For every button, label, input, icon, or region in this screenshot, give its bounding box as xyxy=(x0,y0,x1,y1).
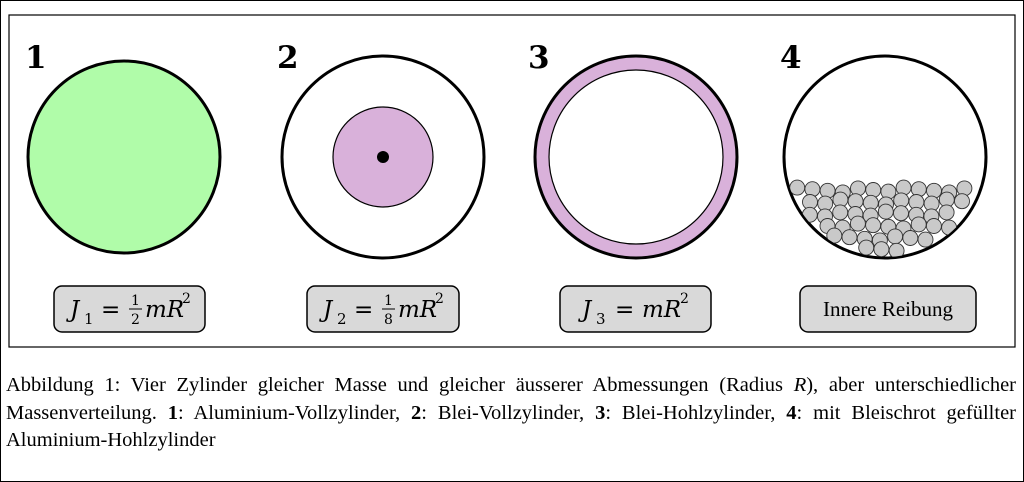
lead-shot-pellet xyxy=(917,231,934,248)
formula-j2-frac-den: 8 xyxy=(384,312,393,328)
formula-j1-symbol: J xyxy=(66,297,81,323)
formula-j2-subscript: 2 xyxy=(337,310,347,328)
lead-shot-pellets xyxy=(789,179,973,257)
formula-j1-frac-num: 1 xyxy=(131,293,140,309)
lead-shot-pellet xyxy=(938,204,955,221)
lead-shot-pellet xyxy=(887,228,904,245)
panel-number-4: 4 xyxy=(780,40,802,76)
formula-box-1: J 1 = 1 2 mR 2 xyxy=(53,285,206,333)
aluminium-solid-cylinder xyxy=(26,59,222,255)
panel-number-2: 2 xyxy=(277,40,299,76)
panel-number-1: 1 xyxy=(25,40,47,76)
caption-text-3: : Blei-Hohlzylinder, xyxy=(605,401,787,424)
formula-j3-superscript: 2 xyxy=(680,291,689,307)
lead-shot-pellet xyxy=(841,229,858,246)
caption-number-3: 3 xyxy=(595,401,606,424)
panel-number-3: 3 xyxy=(528,40,550,76)
lead-shot-pellet xyxy=(789,179,806,196)
caption-radius-symbol: R xyxy=(793,374,807,396)
caption-text-4: : mit Bleischrot gefüllter Aluminium-Hoh… xyxy=(6,401,1016,452)
lead-shot-pellet xyxy=(893,205,909,222)
lead-shot-pellet xyxy=(849,215,866,232)
formula-j3-symbol: J xyxy=(578,297,593,323)
inner-friction-label: Innere Reibung xyxy=(823,297,954,321)
caption-text-2: : Blei-Vollzylinder, xyxy=(421,401,596,424)
caption-number-2: 2 xyxy=(411,401,422,424)
lead-shot-pellet xyxy=(954,193,970,210)
lead-shot-pellet xyxy=(858,239,875,256)
formula-j1-mr: mR xyxy=(145,297,184,323)
formula-j2-mr: mR xyxy=(398,297,437,323)
lead-shot-pellet xyxy=(865,217,882,234)
caption-after-radius: ), aber unterschiedlicher Massenverteilu… xyxy=(6,374,1016,424)
formula-j2-superscript: 2 xyxy=(435,291,444,307)
formula-j1-frac-den: 2 xyxy=(131,312,140,328)
caption-text-1: : Aluminium-Vollzylinder, xyxy=(178,401,412,424)
diagram-border xyxy=(8,14,1016,348)
formula-j3-equals: = xyxy=(615,297,634,323)
caption-number-1: 1 xyxy=(167,401,179,424)
formula-j3-mr: mR xyxy=(642,297,681,323)
formula-j2-equals: = xyxy=(354,297,373,323)
formula-j1-subscript: 1 xyxy=(84,310,94,328)
formula-j3-subscript: 3 xyxy=(596,310,606,328)
formula-j1-superscript: 2 xyxy=(182,291,191,307)
figure-caption: Abbildung 1: Vier Zylinder gleicher Mass… xyxy=(6,372,1016,455)
label-box-4: Innere Reibung xyxy=(799,285,977,333)
formula-j2-symbol: J xyxy=(319,297,334,323)
lead-shot-pellet xyxy=(877,203,894,220)
axis-dot xyxy=(377,151,389,163)
lead-shot-pellet xyxy=(873,241,890,257)
formula-j1-equals: = xyxy=(101,297,120,323)
lead-shot-pellet xyxy=(925,218,942,234)
formula-box-2: J 2 = 1 8 mR 2 xyxy=(306,285,460,333)
lead-shot-pellet xyxy=(888,242,905,257)
formula-j2-frac-num: 1 xyxy=(384,293,393,309)
caption-intro: Abbildung 1: Vier Zylinder gleicher Mass… xyxy=(6,374,794,396)
lead-shot-pellet xyxy=(910,216,927,233)
lead-shot-pellet xyxy=(941,219,958,236)
formula-box-3: J 3 = mR 2 xyxy=(559,285,712,333)
caption-number-4: 4 xyxy=(786,401,797,424)
lead-shot-pellet xyxy=(832,204,849,221)
lead-shot-pellet xyxy=(902,230,919,246)
hollow-cylinder-inner xyxy=(548,69,724,245)
